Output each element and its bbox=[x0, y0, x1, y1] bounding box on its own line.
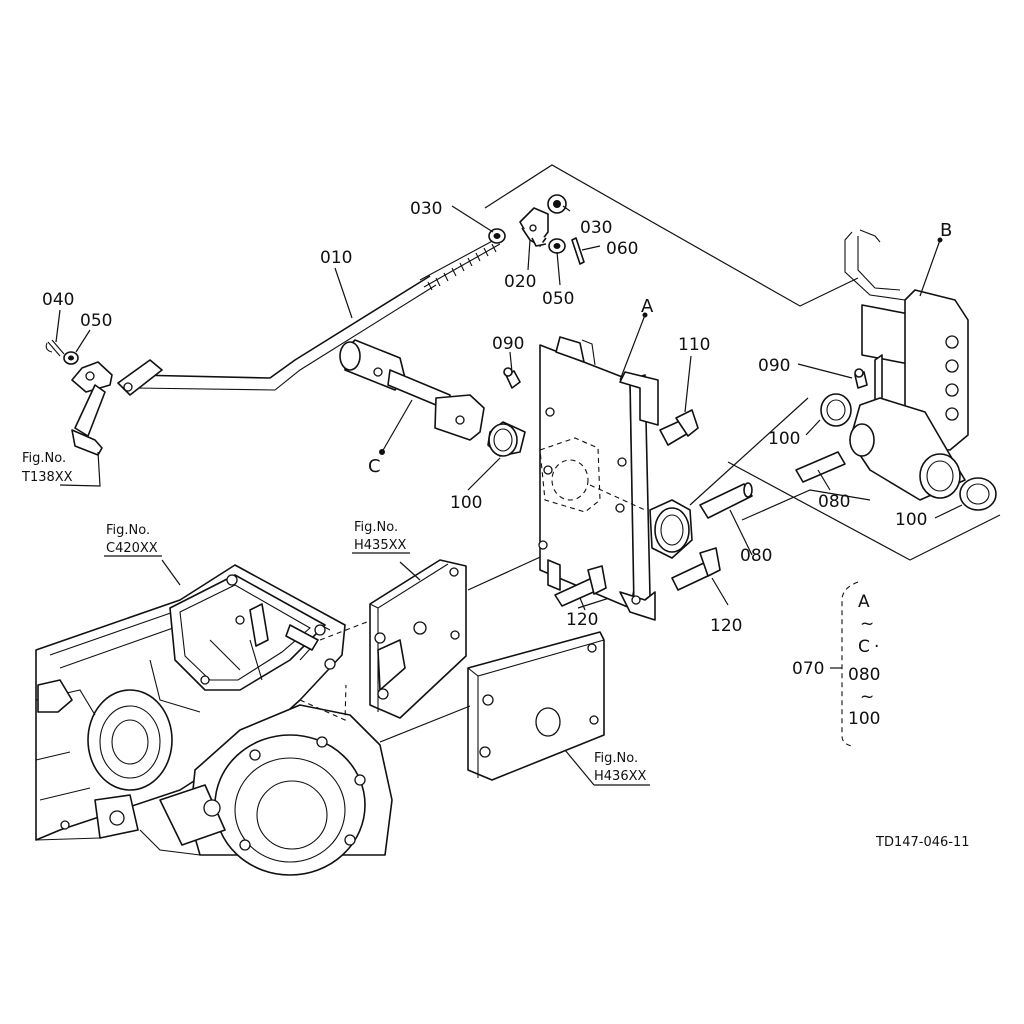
washer-050-mid bbox=[548, 238, 566, 254]
fig-ref-h436-line1: Fig.No. bbox=[594, 751, 638, 766]
leader-lines bbox=[55, 205, 963, 786]
assembly-sep-2: ~ bbox=[860, 687, 874, 707]
assembly-from-080: 080 bbox=[848, 665, 880, 685]
fig-ref-t138-line2: T138XX bbox=[21, 470, 73, 485]
group-outline bbox=[727, 461, 1001, 561]
callout-dot-a bbox=[642, 312, 648, 318]
bolt-110 bbox=[659, 409, 699, 446]
assembly-to-c: C bbox=[858, 637, 870, 657]
callout-050-mid: 050 bbox=[542, 289, 574, 309]
callout-100-left: 100 bbox=[450, 493, 482, 513]
control-rod-010 bbox=[117, 237, 501, 396]
split-pin-040 bbox=[45, 339, 65, 357]
callout-120-left: 120 bbox=[566, 610, 598, 630]
drawing-id: TD147-046-11 bbox=[875, 835, 970, 850]
group-outline bbox=[484, 164, 859, 307]
bushing-100-right-top bbox=[820, 393, 852, 427]
callout-010: 010 bbox=[320, 248, 352, 268]
assembly-from-a: A bbox=[858, 592, 870, 612]
bracket-b bbox=[844, 229, 969, 501]
shaft-c bbox=[339, 339, 485, 441]
callout-110: 110 bbox=[678, 335, 710, 355]
assembly-number: 070 bbox=[792, 659, 824, 679]
phantom-line bbox=[299, 684, 347, 721]
label-c: C bbox=[368, 456, 381, 477]
callout-040: 040 bbox=[42, 290, 74, 310]
callout-dot-c bbox=[379, 449, 385, 455]
callout-100-right-top: 100 bbox=[768, 429, 800, 449]
alignment-line bbox=[379, 705, 471, 743]
transmission-case bbox=[35, 564, 393, 876]
pin-080-mid bbox=[699, 482, 753, 519]
bushing-100-left bbox=[487, 421, 526, 457]
arm-hub bbox=[649, 499, 693, 559]
group-outline bbox=[689, 397, 809, 506]
fig-ref-h435-line2: H435XX bbox=[354, 538, 406, 553]
callout-090-right: 090 bbox=[758, 356, 790, 376]
bracket-a bbox=[538, 336, 659, 621]
callout-080-right: 080 bbox=[818, 492, 850, 512]
nut-030-left bbox=[488, 228, 506, 244]
callout-060: 060 bbox=[606, 239, 638, 259]
callout-050-left: 050 bbox=[80, 311, 112, 331]
bushing-100-right-bottom bbox=[959, 477, 997, 511]
assembly-to-100: 100 bbox=[848, 709, 880, 729]
bolt-120-right bbox=[671, 547, 721, 591]
plate-h436 bbox=[467, 631, 605, 781]
washer-050-left bbox=[63, 351, 79, 365]
fig-ref-c420-line1: Fig.No. bbox=[106, 523, 150, 538]
assembly-dot: · bbox=[874, 637, 879, 657]
grease-fitting-090-right bbox=[854, 368, 868, 389]
label-b: B bbox=[940, 220, 952, 241]
plate-h435 bbox=[369, 559, 467, 719]
label-a: A bbox=[641, 296, 654, 317]
fig-ref-t138-line1: Fig.No. bbox=[22, 451, 66, 466]
callout-090-left: 090 bbox=[492, 334, 524, 354]
callout-020: 020 bbox=[504, 272, 536, 292]
clevis-020 bbox=[519, 207, 549, 247]
fig-ref-h436-line2: H436XX bbox=[594, 769, 646, 784]
crank-arm bbox=[71, 361, 113, 456]
split-pin-060 bbox=[571, 237, 585, 265]
phantom-line bbox=[319, 619, 373, 641]
fig-ref-h435-line1: Fig.No. bbox=[354, 520, 398, 535]
group-outline bbox=[741, 489, 871, 521]
callout-080-mid: 080 bbox=[740, 546, 772, 566]
assembly-sep-1: ~ bbox=[860, 614, 874, 634]
callout-030-left: 030 bbox=[410, 199, 442, 219]
callout-dot-b bbox=[937, 237, 943, 243]
nut-030-right bbox=[547, 194, 567, 214]
bolt-120-left bbox=[554, 565, 607, 607]
assembly-key-070: 070 A ~ C · 080 ~ 100 bbox=[792, 581, 880, 747]
fig-ref-c420-line2: C420XX bbox=[106, 541, 158, 556]
pin-080-right bbox=[795, 451, 846, 483]
callout-100-right-bottom: 100 bbox=[895, 510, 927, 530]
callout-120-right: 120 bbox=[710, 616, 742, 636]
callout-030-right: 030 bbox=[580, 218, 612, 238]
